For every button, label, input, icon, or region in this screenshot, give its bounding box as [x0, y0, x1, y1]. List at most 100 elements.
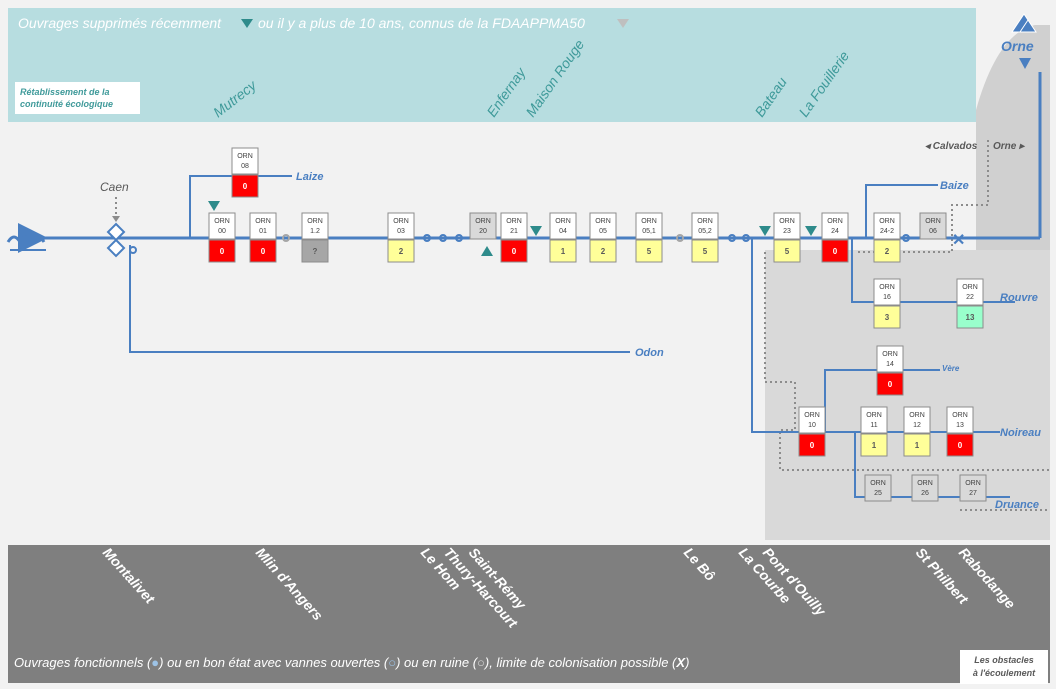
structure-score: 0 — [810, 441, 815, 450]
structure-number: 11 — [870, 422, 877, 429]
structure-header — [549, 212, 577, 240]
structure-code: ORN — [917, 480, 933, 487]
structure-number: 01 — [259, 228, 267, 235]
removed-marker-bateau — [759, 226, 771, 236]
structure-header — [589, 212, 617, 240]
structure-header — [500, 212, 528, 240]
removed-marker-maison-rouge — [530, 226, 542, 236]
structure-score: 2 — [601, 247, 606, 256]
mountain-icon — [1011, 13, 1037, 33]
structure-orn-26: ORN 26 — [911, 474, 939, 502]
structure-number: 14 — [886, 361, 894, 368]
structure-number: 16 — [883, 294, 891, 301]
structure-score-cell — [691, 239, 719, 263]
laize-label: Laize — [296, 171, 324, 183]
structure-number: 24 — [831, 228, 839, 235]
structure-number: 00 — [218, 228, 226, 235]
structure-number: 27 — [969, 490, 977, 497]
structure-number: 21 — [510, 228, 518, 235]
structure-code: ORN — [909, 412, 925, 419]
structure-orn-24-2: ORN 24-2 2 — [873, 212, 901, 263]
structure-score: 5 — [703, 247, 708, 256]
flow-down-icon — [1019, 58, 1031, 69]
structure-header — [919, 212, 947, 240]
structure-score-cell — [387, 239, 415, 263]
structure-score: 0 — [833, 247, 838, 256]
structure-header — [231, 147, 259, 175]
removed-marker-fouillerie — [805, 226, 817, 236]
structure-header — [876, 345, 904, 373]
structure-number: 23 — [783, 228, 791, 235]
structure-code: ORN — [870, 480, 886, 487]
dept-boundary — [855, 140, 989, 253]
structure-code: ORN — [879, 284, 895, 291]
baize-river — [865, 184, 938, 238]
structure-score: 0 — [243, 182, 248, 191]
removed-recent-icon — [241, 19, 253, 28]
structure-code: ORN — [804, 412, 820, 419]
structure-score: 5 — [785, 247, 790, 256]
structure-code: ORN — [237, 153, 253, 160]
structure-number: 05,1 — [642, 228, 656, 235]
footer-badge-line-1: Les obstacles — [974, 655, 1034, 665]
ruin-icons — [282, 234, 684, 242]
structure-score: 2 — [885, 247, 890, 256]
structure-header — [956, 278, 984, 306]
structure-score-cell — [798, 433, 826, 457]
note-line-1: Rétablissement de la — [20, 87, 110, 97]
structure-number: 24-2 — [880, 228, 894, 235]
vere-label: Vère — [942, 364, 960, 373]
structure-score-cell — [249, 239, 277, 263]
removed-old-icon — [617, 19, 629, 28]
structure-number: 20 — [479, 228, 487, 235]
structure-score-cell — [231, 174, 259, 198]
footer-badge — [960, 650, 1048, 684]
structure-header — [873, 278, 901, 306]
structure-code: ORN — [827, 218, 843, 225]
structure-number: 25 — [874, 490, 882, 497]
structure-score-cell — [873, 239, 901, 263]
structure-header — [773, 212, 801, 240]
structure-score-cell — [500, 239, 528, 263]
dept-boundary-noireau — [764, 252, 1050, 471]
structure-code: ORN — [965, 480, 981, 487]
structure-number: 26 — [921, 490, 929, 497]
structure-score: 0 — [220, 247, 225, 256]
structure-code: ORN — [879, 218, 895, 225]
removed-marker-mutrecy — [208, 201, 220, 211]
structure-header — [959, 474, 987, 502]
structure-header — [691, 212, 719, 240]
caen-arrow — [112, 216, 120, 222]
structure-header — [301, 212, 329, 240]
structure-code: ORN — [962, 284, 978, 291]
structure-header — [873, 212, 901, 240]
structure-code: ORN — [555, 218, 571, 225]
montalivet-obstacle — [106, 222, 126, 258]
druance-river — [854, 432, 1010, 498]
structure-score-cell — [635, 239, 663, 263]
gate-icons — [129, 234, 910, 254]
structure-score-cell — [208, 239, 236, 263]
structure-header — [946, 406, 974, 434]
city-caen: Caen — [100, 180, 129, 194]
structure-score-cell — [873, 305, 901, 329]
structure-header — [860, 406, 888, 434]
structure-score: 1 — [561, 247, 566, 256]
structure-code: ORN — [307, 218, 323, 225]
structure-code: ORN — [255, 218, 271, 225]
structure-code: ORN — [882, 351, 898, 358]
